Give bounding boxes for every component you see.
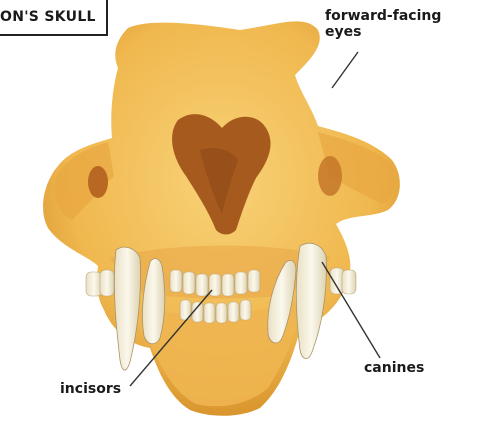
label-incisors: incisors — [60, 381, 121, 397]
title-box: ON'S SKULL — [0, 0, 108, 36]
eye-socket-right — [318, 156, 342, 196]
diagram-title: ON'S SKULL — [0, 9, 96, 25]
molars-left — [86, 270, 114, 296]
label-canines: canines — [364, 360, 424, 376]
canine-upper-right — [296, 243, 326, 358]
eye-socket-left — [88, 166, 108, 198]
incisors-teeth — [170, 270, 260, 296]
canine-upper-left — [114, 247, 140, 370]
leader-line-eyes — [332, 52, 358, 88]
label-forward-facing-eyes: forward-facing eyes — [325, 8, 455, 40]
